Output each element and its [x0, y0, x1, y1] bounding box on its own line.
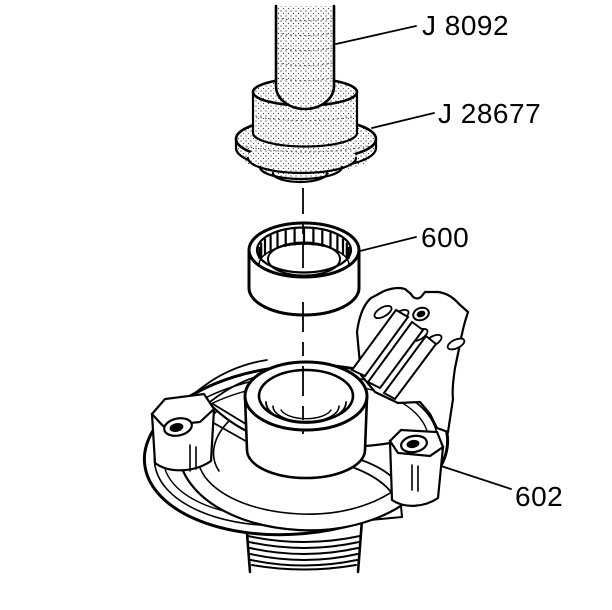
- mounting-ear-left: [150, 392, 216, 472]
- housing-ribs: [350, 308, 438, 401]
- driver-handle: [274, 4, 336, 111]
- needle-rollers: [258, 227, 350, 259]
- leader-j8092: [335, 25, 417, 45]
- leader-602: [440, 465, 512, 490]
- housing-center-boss: [243, 360, 369, 480]
- callouts: J 8092 J 28677 600 602: [335, 10, 563, 512]
- callout-602: 602: [515, 481, 563, 512]
- pump-cover-housing: [142, 286, 470, 574]
- leader-600: [359, 236, 417, 252]
- leader-j28677: [371, 112, 435, 129]
- callout-j28677: J 28677: [438, 98, 541, 129]
- bearing-installer: [234, 77, 378, 184]
- callout-600: 600: [421, 222, 469, 253]
- needle-bearing: [247, 221, 361, 317]
- mounting-ear-right: [388, 428, 445, 507]
- callout-j8092: J 8092: [422, 10, 509, 41]
- bracket-bolt-hole: [412, 306, 430, 322]
